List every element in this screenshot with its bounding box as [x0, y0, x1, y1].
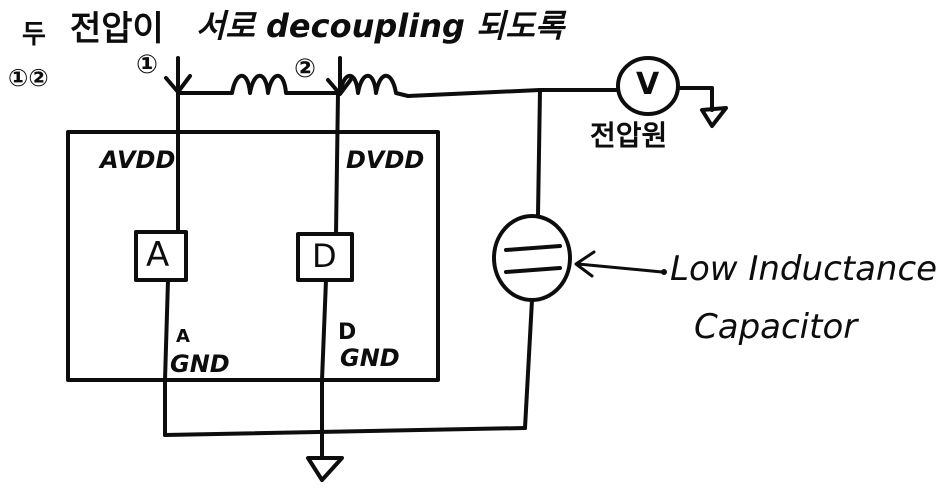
- inductor-2: [338, 73, 620, 98]
- capacitor-label-line-1: Low Inductance: [670, 249, 938, 289]
- node-2-arrow: [326, 56, 354, 96]
- node-2-marker: ②: [294, 54, 317, 84]
- agnd-label-top: A: [176, 326, 190, 347]
- analog-ground-wire: [163, 278, 170, 437]
- capacitor-branch-wire: [536, 88, 542, 217]
- voltmeter-ground-wire: [676, 86, 714, 112]
- voltmeter-symbol: V: [636, 67, 660, 102]
- ground-icon: [306, 456, 344, 482]
- capacitor-label-line-2: Capacitor: [694, 307, 858, 347]
- voltmeter-label: 전압원: [590, 119, 668, 152]
- header-marker-2: ①②: [8, 64, 49, 92]
- analog-block: [134, 230, 188, 282]
- agnd-label-bottom: GND: [170, 350, 230, 378]
- chip-outline: [66, 130, 440, 382]
- header-text: 전압이: [70, 9, 164, 49]
- ground-return-wire: [163, 426, 527, 437]
- avdd-label: AVDD: [100, 146, 176, 174]
- capacitor-lower-wire: [523, 298, 534, 430]
- dvdd-label: DVDD: [346, 146, 425, 174]
- node-1-arrow: [164, 56, 192, 94]
- digital-block: [296, 232, 354, 282]
- node-1-marker: ①: [136, 50, 159, 80]
- header-marker-1: 두: [22, 20, 46, 50]
- capacitor-pointer-arrow: [574, 250, 664, 278]
- dgnd-label-bottom: GND: [340, 344, 400, 372]
- voltmeter-ground-icon: [700, 106, 728, 128]
- capacitor-plates: [504, 244, 562, 274]
- digital-block-label: D: [312, 237, 337, 275]
- digital-supply-wire: [334, 91, 340, 236]
- inductor-1: [176, 73, 342, 95]
- header-mid-text: 서로 decoupling 되도록: [196, 7, 565, 45]
- capacitor-circle: [492, 214, 572, 302]
- dgnd-label-top: D: [338, 320, 357, 345]
- capacitor-pointer-dot: [661, 269, 667, 275]
- analog-block-label: A: [146, 235, 170, 275]
